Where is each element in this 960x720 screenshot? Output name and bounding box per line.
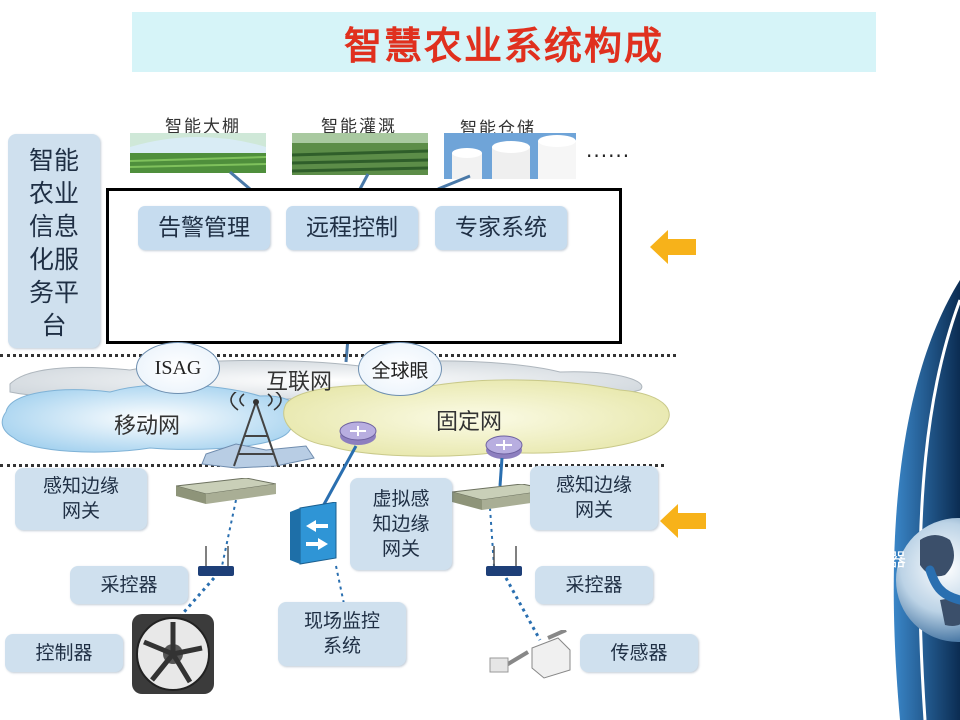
title-bar: 智慧农业系统构成 bbox=[132, 12, 876, 72]
page-title: 智慧农业系统构成 bbox=[343, 23, 664, 68]
service-remote-control: 远程控制 bbox=[286, 206, 418, 250]
collector-device-icon bbox=[198, 546, 234, 576]
fan-icon bbox=[132, 614, 214, 694]
panel-fragment-net: 网 bbox=[864, 640, 881, 659]
service-expert-system: 专家系统 bbox=[435, 206, 567, 250]
panel-fragment-sensor: 感器 bbox=[870, 550, 906, 571]
router-icon bbox=[485, 435, 523, 459]
edge-gateway-right: 感知边缘 网关 bbox=[530, 466, 658, 530]
edge-gateway-left: 感知边缘 网关 bbox=[15, 468, 147, 530]
cell-tower-icon bbox=[201, 392, 315, 469]
router-icon bbox=[339, 421, 377, 445]
virtual-edge-gateway: 虚拟感 知边缘 网关 bbox=[350, 478, 452, 570]
right-decorative-panel bbox=[893, 280, 960, 720]
mobile-network-label: 移动网 bbox=[114, 414, 181, 439]
internet-label: 互联网 bbox=[266, 370, 333, 395]
app-label-irrigation: 智能灌溉 bbox=[321, 117, 397, 137]
fixed-network-label: 固定网 bbox=[436, 410, 503, 435]
app-label-greenhouse: 智能大棚 bbox=[165, 117, 241, 137]
network-clouds bbox=[1, 359, 670, 457]
collector-device-icon bbox=[486, 546, 522, 576]
sensor-icon bbox=[489, 630, 571, 679]
platform-side-label: 智能 农业 信息 化服 务平 台 bbox=[8, 134, 100, 348]
more-applications-ellipsis: ...... bbox=[586, 138, 631, 162]
service-alarm-management: 告警管理 bbox=[138, 206, 270, 250]
orange-arrow-icon bbox=[660, 504, 706, 538]
separator-top bbox=[0, 354, 676, 357]
switch-icon bbox=[290, 502, 337, 565]
orange-arrow-icon bbox=[650, 230, 696, 264]
sensor: 传感器 bbox=[580, 634, 698, 672]
greenhouse-photo bbox=[130, 133, 266, 173]
onsite-monitoring-system: 现场监控 系统 bbox=[278, 602, 406, 666]
storage-photo bbox=[444, 133, 576, 179]
collector-right: 采控器 bbox=[535, 566, 653, 604]
irrigation-photo bbox=[292, 133, 428, 175]
controller: 控制器 bbox=[5, 634, 123, 672]
gateway-device-icon bbox=[176, 478, 276, 504]
collector-left: 采控器 bbox=[70, 566, 188, 604]
globe-eye-node: 全球眼 bbox=[358, 342, 442, 396]
isag-node: ISAG bbox=[136, 342, 220, 394]
